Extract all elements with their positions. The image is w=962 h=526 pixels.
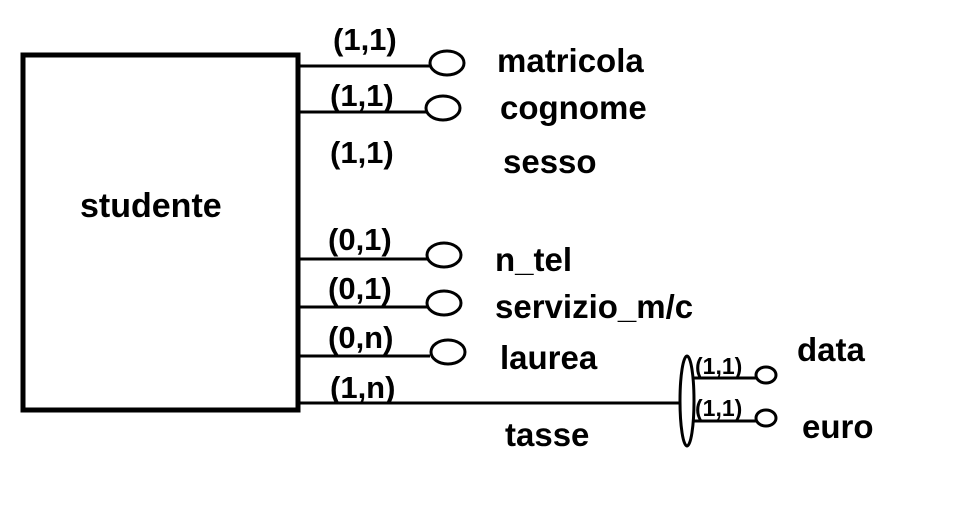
attribute-cardinality: (1,1) xyxy=(330,78,394,113)
attribute-matricola: (1,1) matricola xyxy=(298,22,644,79)
attribute-label: cognome xyxy=(500,89,647,126)
component-label: data xyxy=(797,331,866,368)
attribute-circle-icon xyxy=(428,49,466,77)
attribute-laurea: (0,n) laurea xyxy=(298,320,598,376)
attribute-circle-icon xyxy=(429,338,467,366)
component-circle-icon xyxy=(754,408,778,428)
attribute-label: laurea xyxy=(500,339,598,376)
attribute-label: servizio_m/c xyxy=(495,288,693,325)
attribute-circle-icon xyxy=(424,94,462,122)
component-label: euro xyxy=(802,408,874,445)
attribute-cardinality: (1,1) xyxy=(333,22,397,57)
attribute-servizio-mc: (0,1) servizio_m/c xyxy=(298,271,693,325)
attribute-cognome: (1,1) cognome xyxy=(298,78,647,126)
attribute-cardinality: (0,n) xyxy=(328,320,393,355)
component-euro: (1,1) euro xyxy=(694,395,874,445)
attribute-n-tel: (0,1) n_tel xyxy=(298,222,572,278)
entity-label: studente xyxy=(80,187,222,225)
component-data: (1,1) data xyxy=(694,331,866,385)
attribute-sesso: (1,1) sesso xyxy=(330,135,597,180)
attribute-label: sesso xyxy=(503,143,597,180)
entity-studente: studente xyxy=(20,52,301,413)
attribute-label: matricola xyxy=(497,42,644,79)
composite-attribute-tasse: (1,n) tasse (1,1) data (1,1) euro xyxy=(298,331,874,453)
attribute-circle-icon xyxy=(425,241,463,269)
entity-box xyxy=(20,52,301,413)
attribute-label: n_tel xyxy=(495,241,572,278)
component-cardinality: (1,1) xyxy=(695,395,742,421)
attribute-cardinality: (0,1) xyxy=(328,271,392,306)
attribute-circle-icon xyxy=(425,289,463,317)
composite-oval-icon xyxy=(678,354,696,448)
component-cardinality: (1,1) xyxy=(695,353,742,379)
composite-attribute-cardinality: (1,n) xyxy=(330,370,395,405)
attribute-cardinality: (0,1) xyxy=(328,222,392,257)
attribute-cardinality: (1,1) xyxy=(330,135,394,170)
component-circle-icon xyxy=(754,365,778,385)
composite-attribute-label: tasse xyxy=(505,416,589,453)
